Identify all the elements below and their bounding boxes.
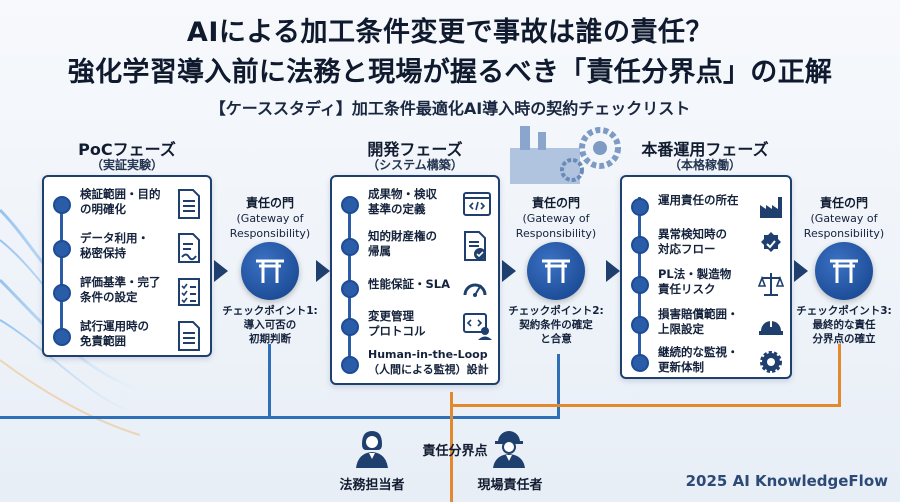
- site-label: 現場責任者: [477, 478, 543, 493]
- flow-arrow: [502, 260, 516, 282]
- checklist-icon: [178, 278, 200, 306]
- phase-title-poc: PoCフェーズ: [78, 140, 176, 159]
- brand-watermark: 2025 AI KnowledgeFlow: [685, 472, 888, 490]
- phase-card-prod: 運用責任の所在 異常検知時の対応フロー PL法・製造物責任リスク 損害賠償範囲・…: [620, 175, 792, 379]
- gate-node-3: [815, 242, 873, 300]
- timeline-dot: [53, 328, 71, 346]
- timeline-dot: [631, 354, 649, 372]
- timeline-dot: [53, 240, 71, 258]
- timeline-dot: [53, 196, 71, 214]
- list-item: 検証範囲・目的の明確化: [44, 187, 210, 227]
- legal-label: 法務担当者: [339, 478, 405, 493]
- list-item: Human-in-the-Loop（人間による監視）設計: [332, 347, 498, 387]
- list-item: PL法・製造物責任リスク: [622, 267, 790, 307]
- site-line: [450, 404, 840, 407]
- checkpoint-label-3: チェックポイント3:最終的な責任分界点の確立: [796, 305, 892, 345]
- list-item: 継続的な監視・更新体制: [622, 345, 790, 385]
- list-item: 異常検知時の対応フロー: [622, 227, 790, 267]
- scale-icon: [758, 273, 784, 296]
- flow-arrow: [606, 260, 620, 282]
- timeline-dot: [631, 316, 649, 334]
- torii-gate-icon: [542, 259, 570, 283]
- flow-arrow: [794, 260, 808, 282]
- signature-document-icon: [178, 233, 200, 263]
- list-item: 変更管理プロトコル: [332, 309, 498, 349]
- timeline-dot: [631, 276, 649, 294]
- phase-title-prod: 本番運用フェーズ: [641, 140, 769, 159]
- gate-node-1: [241, 242, 299, 300]
- phase-sub-prod: （本格稼働）: [668, 158, 741, 172]
- phase-card-poc: 検証範囲・目的の明確化 データ利用・秘密保持 評価基準・完了条件の設定 試行運用…: [42, 175, 212, 357]
- timeline-dot: [341, 318, 359, 336]
- page-title-line2: 強化学習導入前に法務と現場が握るべき「責任分界点」の正解: [67, 57, 833, 88]
- list-item: データ利用・秘密保持: [44, 231, 210, 271]
- gear-icon: [760, 351, 782, 373]
- list-item: 運用責任の所在: [622, 189, 790, 229]
- torii-gate-icon: [830, 259, 858, 283]
- list-item: 損害賠償範囲・上限設定: [622, 307, 790, 347]
- phase-card-dev: 成果物・検収基準の定義 知的財産権の帰属 性能保証・SLA 変更管理プロトコル …: [330, 175, 500, 385]
- factory-gears-illustration: [510, 126, 621, 184]
- hardhat-icon: [759, 319, 783, 335]
- list-item: 知的財産権の帰属: [332, 229, 498, 269]
- timeline-dot: [53, 284, 71, 302]
- site-line: [838, 344, 841, 407]
- timeline-dot: [341, 356, 359, 374]
- boundary-label: 責任分界点: [422, 444, 488, 459]
- timeline-dot: [631, 198, 649, 216]
- document-check-icon: [464, 231, 486, 261]
- site-line: [450, 392, 453, 502]
- checkpoint-label-2: チェックポイント2:契約条件の確定と合意: [508, 305, 604, 345]
- flow-arrow: [316, 260, 330, 282]
- flow-arrow: [214, 260, 228, 282]
- gate-label-1: 責任の門 (Gateway of Responsibility): [229, 196, 311, 240]
- document-icon: [178, 189, 200, 219]
- page-subtitle: 【ケーススタディ】加工条件最適化AI導入時の契約チェックリスト: [209, 99, 691, 118]
- torii-gate-icon: [256, 259, 284, 283]
- checkpoint-label-1: チェックポイント1:導入可否の初期判断: [222, 305, 318, 345]
- document-icon: [178, 321, 200, 351]
- legal-line: [268, 344, 271, 418]
- legal-line: [557, 354, 560, 418]
- badge-check-icon: [761, 232, 781, 252]
- phase-title-dev: 開発フェーズ: [367, 140, 463, 159]
- page-title-line1: AIによる加工条件変更で事故は誰の責任？: [186, 17, 714, 48]
- list-item: 成果物・検収基準の定義: [332, 187, 498, 227]
- timeline-dot: [631, 236, 649, 254]
- timeline-dot: [341, 280, 359, 298]
- factory-icon: [760, 197, 782, 218]
- code-user-icon: [463, 313, 492, 340]
- timeline-dot: [341, 238, 359, 256]
- gate-node-2: [527, 242, 585, 300]
- code-window-icon: [463, 192, 491, 216]
- legal-person-icon: [356, 431, 388, 468]
- timeline-dot: [341, 196, 359, 214]
- list-item: 試行運用時の免責範囲: [44, 319, 210, 359]
- phase-sub-dev: （システム構築）: [367, 158, 463, 172]
- gate-label-2: 責任の門 (Gateway of Responsibility): [515, 196, 597, 240]
- legal-line: [0, 416, 560, 419]
- list-item: 性能保証・SLA: [332, 271, 498, 311]
- site-person-icon: [493, 431, 525, 468]
- phase-sub-poc: （実証実験）: [90, 158, 163, 172]
- list-item: 評価基準・完了条件の設定: [44, 275, 210, 315]
- gate-label-3: 責任の門 (Gateway of Responsibility): [803, 196, 885, 240]
- gauge-icon: [463, 283, 487, 297]
